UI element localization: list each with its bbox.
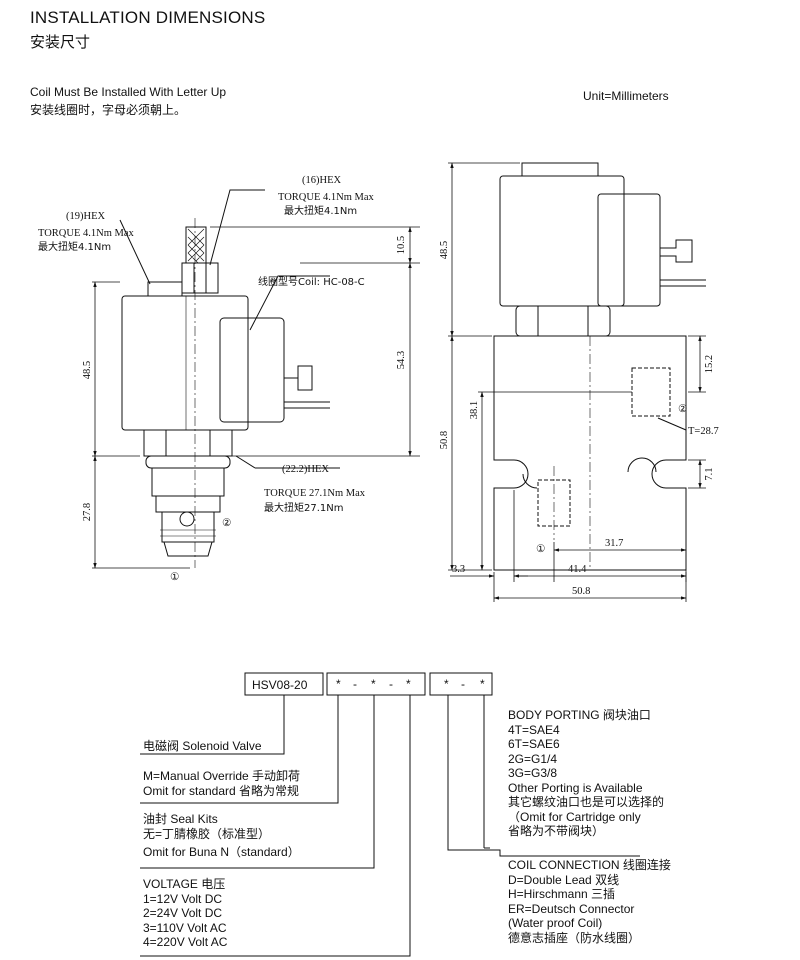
voltage-option: 3=110V Volt AC [143,920,227,935]
dim-side-coil: 48.5 [82,361,93,379]
side-port-2: ② [222,517,232,529]
unit-note: Unit=Millimeters [583,89,669,103]
dim-side-top: 10.5 [396,236,407,254]
front-port-2: ② [678,403,688,415]
seal-option: 油封 Seal Kits [143,812,218,826]
hex22-label: (22.2)HEX [282,464,329,475]
coil-option: H=Hirschmann 三插 [508,887,616,901]
dim-front-152: 15.2 [704,355,715,373]
hex16-torque-cn: 最大扭矩4.1Nm [284,204,357,217]
seal-option: 无=丁腈橡胶（标准型） [143,826,271,841]
code-slot-seal: * [371,677,376,691]
seal-options: 油封 Seal Kits 无=丁腈橡胶（标准型） Omit for Buna N… [143,812,300,860]
voltage-option: 2=24V Volt DC [143,906,223,920]
model-code: HSV08-20 [252,678,308,692]
dim-side-bottom: 27.8 [82,503,93,521]
valve-type-label: 电磁阀 Solenoid Valve [143,739,262,753]
hex22-torque-cn: 最大扭矩27.1Nm [264,501,344,514]
coil-model: 线圈型号Coil: HC-08-C [258,275,365,288]
code-dash-2: - [389,677,393,691]
hex19-torque-cn: 最大扭矩4.1Nm [38,240,111,253]
porting-option: （Omit for Cartridge only [508,809,641,824]
options-box-1 [326,672,426,696]
front-view [493,162,706,571]
hex19-torque: TORQUE 4.1Nm Max [38,228,135,239]
porting-option: 省略为不带阀块） [508,824,605,838]
coil-options: COIL CONNECTION 线圈连接 D=Double Lead 双线 H=… [508,858,671,945]
dim-front-381: 38.1 [469,401,480,419]
seal-option: Omit for Buna N（standard） [143,845,300,859]
voltage-option: 4=220V Volt AC [143,935,228,949]
side-port-1: ① [170,571,180,583]
coil-option: (Water proof Coil) [508,916,603,930]
coil-body [121,295,249,431]
porting-option: Other Porting is Available [508,780,643,795]
coil-option: D=Double Lead 双线 [508,872,620,887]
code-slot-porting: * [480,677,485,691]
voltage-options: VOLTAGE 电压 1=12V Volt DC 2=24V Volt DC 3… [143,877,227,950]
override-options: M=Manual Override 手动卸荷 Omit for standard… [143,769,300,798]
page-title-cn: 安装尺寸 [30,34,91,51]
install-note: Coil Must Be Installed With Letter Up [30,85,227,99]
dim-front-508h: 50.8 [572,586,590,597]
options-box-2 [429,672,493,696]
porting-option: 2G=G1/4 [508,751,558,766]
side-view [119,189,340,568]
code-slot-coil: * [444,677,449,691]
hex19-label: (19)HEX [66,211,105,222]
voltage-option: 1=12V Volt DC [143,891,223,906]
hex22-torque: TORQUE 27.1Nm Max [264,488,366,499]
porting-options: BODY PORTING 阀块油口 4T=SAE4 6T=SAE6 2G=G1/… [508,708,664,839]
code-dash-3: - [461,677,465,691]
code-slot-voltage: * [406,677,411,691]
porting-option: 3G=G3/8 [508,766,558,780]
dim-front-33: 3.3 [452,564,465,575]
dim-side-total: 54.3 [396,351,407,369]
code-dash-1: - [353,677,357,691]
porting-option: 4T=SAE4 [508,722,560,737]
dim-front-317: 31.7 [605,538,623,549]
coil-option: 德意志插座（防水线圈） [508,930,641,945]
code-slot-override: * [336,677,341,691]
override-option: M=Manual Override 手动卸荷 [143,769,301,783]
porting-option: 6T=SAE6 [508,737,560,751]
front-port-1: ① [536,543,546,555]
install-note-cn: 安装线圈时，字母必须朝上。 [30,103,187,117]
hex16-torque: TORQUE 4.1Nm Max [278,192,375,203]
voltage-option: VOLTAGE 电压 [143,877,226,891]
ordering-code-diagram: HSV08-20 * - * - * * - * [140,672,640,957]
hex16-nut [181,262,219,294]
hex16-label: (16)HEX [302,175,341,186]
front-coil [499,175,625,307]
dim-front-508v: 50.8 [439,431,450,449]
dimension-drawings: 48.5 27.8 10.5 54.3 (19)HEX TORQUE 4.1Nm… [38,162,719,602]
dim-front-414: 41.4 [568,564,587,575]
coil-connector [219,317,285,423]
coil-option: ER=Deutsch Connector [508,901,635,916]
thread-depth: T=28.7 [688,426,719,437]
dim-front-71: 7.1 [704,467,715,480]
override-option: Omit for standard 省略为常规 [143,783,300,798]
porting-option: 其它螺纹油口也是可以选择的 [508,795,665,809]
coil-option: COIL CONNECTION 线圈连接 [508,858,671,872]
porting-option: BODY PORTING 阀块油口 [508,708,651,722]
dim-front-coil: 48.5 [439,241,450,259]
page-title: INSTALLATION DIMENSIONS [30,8,266,27]
hex22-nut [143,429,233,457]
